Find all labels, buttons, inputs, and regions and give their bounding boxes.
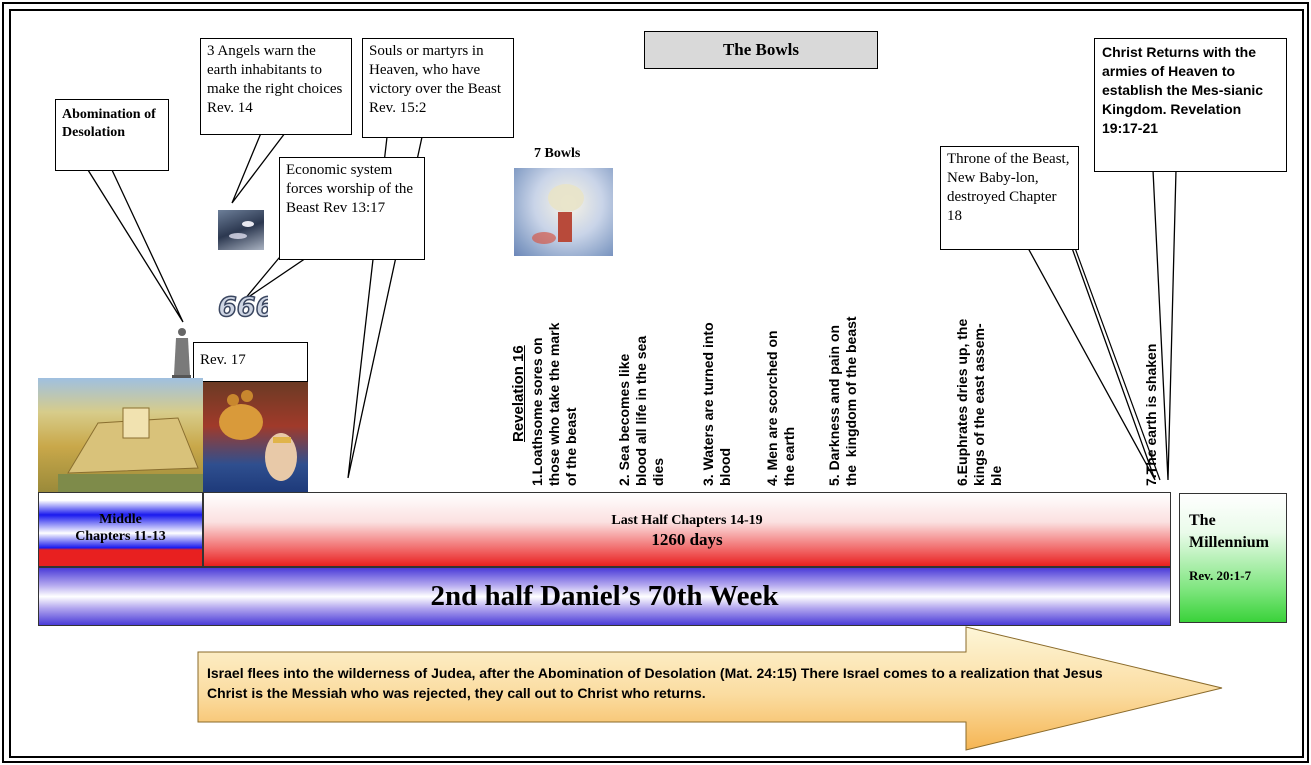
- days-label: 1260 days: [651, 530, 723, 549]
- mark-666-text: 666: [218, 291, 268, 324]
- millennium-label: The Millennium: [1189, 512, 1270, 551]
- title-box: The Bowls: [644, 31, 878, 69]
- temple-image: [38, 378, 203, 492]
- last-half-bar: Last Half Chapters 14-19 1260 days: [203, 492, 1171, 567]
- callout-souls-text: Souls or martyrs in Heaven, who have vic…: [369, 43, 502, 116]
- mark-666: 666: [218, 290, 268, 326]
- callout-souls: Souls or martyrs in Heaven, who have vic…: [362, 38, 514, 138]
- millennium-box: The Millennium Rev. 20:1-7: [1179, 493, 1287, 623]
- beast-image: [203, 382, 308, 492]
- week-bar: 2nd half Daniel’s 70th Week: [38, 567, 1171, 626]
- callout-christ-text: Christ Returns with the armies of Heaven…: [1102, 44, 1264, 136]
- callout-throne-text: Throne of the Beast, New Baby-lon, destr…: [947, 151, 1070, 224]
- angels-image: [218, 210, 264, 250]
- millennium-ref: Rev. 20:1-7: [1189, 568, 1252, 583]
- bowls-image: [514, 168, 613, 256]
- callout-angels-text: 3 Angels warn the earth inhabitants to m…: [207, 43, 343, 116]
- callout-abomination-text: Abomination of Desolation: [62, 107, 156, 140]
- throne-pointer-2: [1074, 247, 1161, 481]
- callout-economic: Economic system forces worship of the Be…: [279, 157, 425, 260]
- callout-rev17: Rev. 17: [193, 342, 308, 382]
- seven-bowls-label: 7 Bowls: [534, 146, 581, 161]
- last-half-label: Last Half Chapters 14-19: [611, 513, 763, 528]
- callout-christ: Christ Returns with the armies of Heaven…: [1094, 38, 1287, 172]
- middle-bar: Middle Chapters 11-13: [38, 492, 203, 567]
- page-title: The Bowls: [722, 40, 800, 59]
- callout-abomination: Abomination of Desolation: [55, 99, 169, 171]
- week-label: 2nd half Daniel’s 70th Week: [430, 580, 779, 612]
- inner-frame: [9, 9, 1304, 758]
- callout-economic-text: Economic system forces worship of the Be…: [286, 162, 414, 216]
- statue-image: [168, 325, 194, 380]
- middle-label: Middle: [99, 512, 142, 527]
- middle-chapters: Chapters 11-13: [75, 529, 166, 544]
- callout-angels: 3 Angels warn the earth inhabitants to m…: [200, 38, 352, 135]
- arrow-text: Israel flees into the wilderness of Jude…: [207, 665, 1103, 701]
- callout-throne: Throne of the Beast, New Baby-lon, destr…: [940, 146, 1079, 250]
- callout-rev17-text: Rev. 17: [200, 352, 246, 368]
